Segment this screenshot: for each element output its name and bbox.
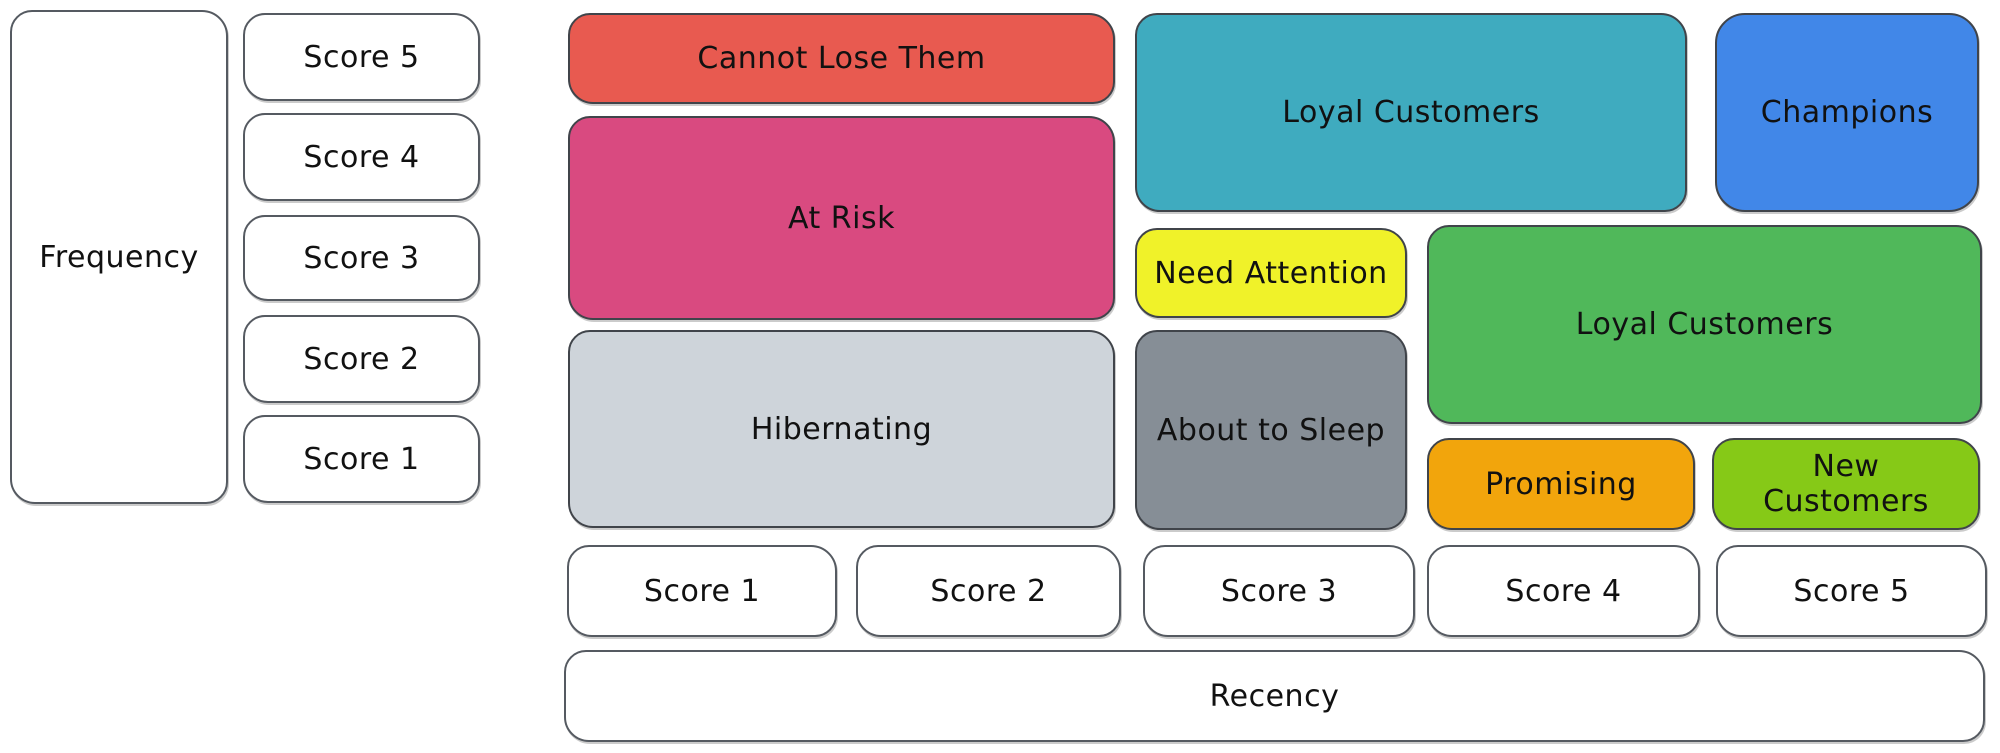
recency-score-3-label: Score 3 [1220, 573, 1338, 609]
segment-loyal-customers-upper-label: Loyal Customers [1282, 95, 1540, 130]
segment-at-risk: At Risk [568, 116, 1115, 320]
recency-score-2-label: Score 2 [930, 573, 1047, 609]
frequency-score-2-box: Score 2 [243, 315, 480, 403]
segment-champions-label: Champions [1760, 95, 1934, 130]
segment-hibernating-label: Hibernating [750, 411, 933, 447]
segment-cannot-lose-them: Cannot Lose Them [568, 13, 1115, 104]
frequency-score-5-label: Score 5 [303, 39, 420, 75]
frequency-score-3-box: Score 3 [243, 215, 480, 301]
recency-axis-label: Recency [1209, 678, 1340, 714]
segment-need-attention: Need Attention [1135, 228, 1407, 318]
segment-new-customers: New Customers [1712, 438, 1980, 530]
recency-score-4-label: Score 4 [1505, 573, 1622, 609]
segment-need-attention-label: Need Attention [1154, 255, 1388, 291]
segment-promising: Promising [1427, 438, 1695, 530]
frequency-score-4-box: Score 4 [243, 113, 480, 201]
segment-loyal-customers-upper: Loyal Customers [1135, 13, 1687, 212]
frequency-score-2-label: Score 2 [303, 341, 420, 377]
segment-loyal-customers-lower-label: Loyal Customers [1575, 307, 1834, 342]
segment-hibernating: Hibernating [568, 330, 1115, 528]
frequency-score-1-box: Score 1 [243, 415, 480, 503]
segment-at-risk-label: At Risk [788, 200, 895, 236]
recency-score-3-box: Score 3 [1143, 545, 1415, 637]
frequency-score-5-box: Score 5 [243, 13, 480, 101]
recency-score-1-box: Score 1 [567, 545, 837, 637]
frequency-score-4-label: Score 4 [303, 139, 420, 175]
frequency-axis-box: Frequency [10, 10, 228, 504]
segment-champions: Champions [1715, 13, 1979, 212]
segment-new-customers-label: New Customers [1763, 449, 1929, 519]
frequency-axis-label: Frequency [39, 239, 199, 275]
segment-about-to-sleep-label: About to Sleep [1156, 412, 1386, 448]
segment-cannot-lose-them-label: Cannot Lose Them [697, 41, 986, 76]
segment-about-to-sleep: About to Sleep [1135, 330, 1407, 530]
recency-score-5-label: Score 5 [1793, 573, 1910, 609]
frequency-score-3-label: Score 3 [303, 240, 420, 276]
segment-loyal-customers-lower: Loyal Customers [1427, 225, 1982, 424]
segment-promising-label: Promising [1485, 466, 1637, 502]
frequency-score-1-label: Score 1 [303, 441, 420, 477]
recency-axis-box: Recency [564, 650, 1985, 742]
recency-score-5-box: Score 5 [1716, 545, 1987, 637]
recency-score-1-label: Score 1 [643, 573, 761, 609]
recency-score-2-box: Score 2 [856, 545, 1121, 637]
recency-score-4-box: Score 4 [1427, 545, 1700, 637]
